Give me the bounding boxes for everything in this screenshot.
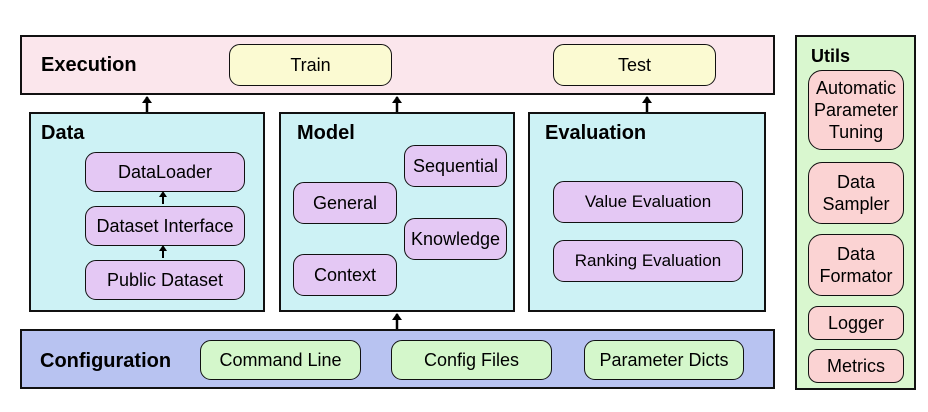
data-to-execution-arrowhead <box>142 96 152 103</box>
evaluation-to-execution-arrowhead <box>642 96 652 103</box>
config-files-node: Config Files <box>391 340 552 380</box>
utils-title: Utils <box>811 46 851 66</box>
evaluation-title: Evaluation <box>545 122 647 144</box>
utils-box: Utils Automatic Parameter Tuning Data Sa… <box>795 35 916 390</box>
test-node: Test <box>553 44 716 86</box>
configuration-box: Configuration Command Line Config Files … <box>20 329 775 389</box>
model-box: Model General Sequential Knowledge Conte… <box>279 112 515 312</box>
data-title: Data <box>41 122 85 144</box>
model-title: Model <box>297 122 355 144</box>
execution-box: Execution Train Test <box>20 35 775 95</box>
interface-to-dataloader-arrowhead <box>159 191 167 197</box>
configuration-title: Configuration <box>40 350 172 372</box>
metrics-node: Metrics <box>808 349 904 383</box>
dataloader-node: DataLoader <box>85 152 245 192</box>
execution-title: Execution <box>41 54 137 76</box>
data-formator-node: Data Formator <box>808 234 904 296</box>
dataset-interface-node: Dataset Interface <box>85 206 245 246</box>
public-dataset-node: Public Dataset <box>85 260 245 300</box>
parameter-dicts-node: Parameter Dicts <box>584 340 744 380</box>
train-node: Train <box>229 44 392 86</box>
value-evaluation-node: Value Evaluation <box>553 181 743 223</box>
model-to-execution-arrowhead <box>392 96 402 103</box>
knowledge-node: Knowledge <box>404 218 507 260</box>
sequential-node: Sequential <box>404 145 507 187</box>
public-dataset-to-interface-arrowhead <box>159 245 167 251</box>
context-node: Context <box>293 254 397 296</box>
ranking-evaluation-node: Ranking Evaluation <box>553 240 743 282</box>
command-line-node: Command Line <box>200 340 361 380</box>
data-box: Data DataLoader Dataset Interface Public… <box>29 112 265 312</box>
data-sampler-node: Data Sampler <box>808 162 904 224</box>
configuration-to-model-arrowhead <box>392 313 402 320</box>
evaluation-box: Evaluation Value Evaluation Ranking Eval… <box>528 112 766 312</box>
logger-node: Logger <box>808 306 904 340</box>
automatic-parameter-tuning-node: Automatic Parameter Tuning <box>808 70 904 150</box>
general-node: General <box>293 182 397 224</box>
